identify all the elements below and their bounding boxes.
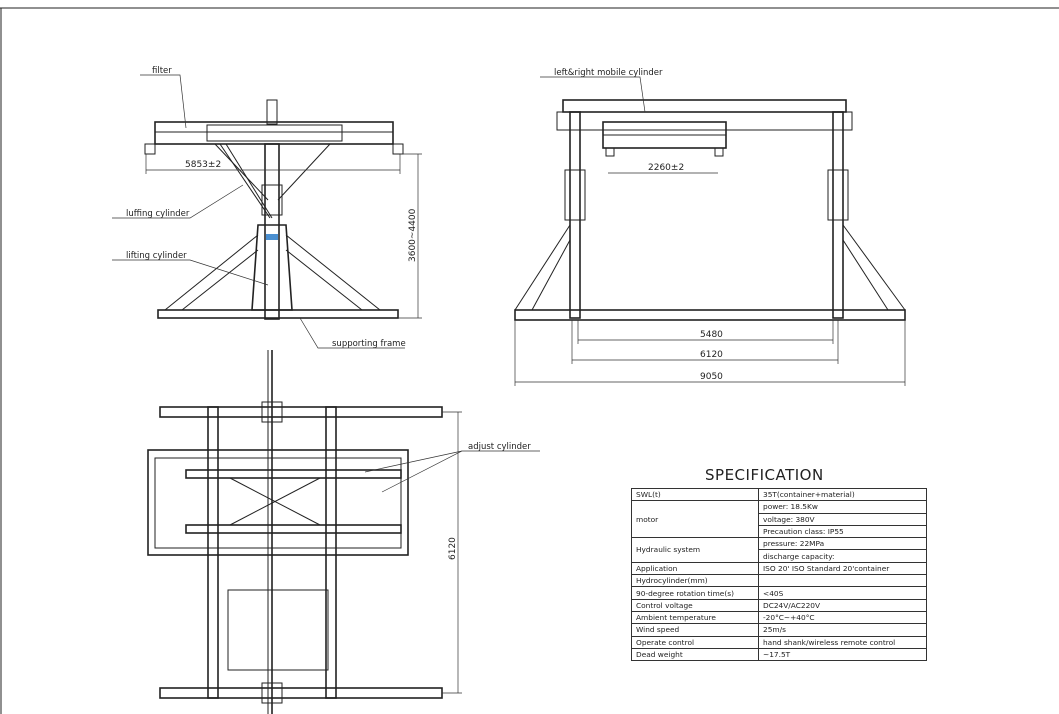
spec-value: Precaution class: IP55	[758, 524, 927, 539]
spec-title: SPECIFICATION	[705, 466, 824, 484]
spec-label: Ambient temperature	[631, 610, 759, 625]
dim-plan-length: 6120	[448, 537, 458, 560]
spec-value: hand shank/wireless remote control	[758, 635, 927, 649]
spec-value: ISO 20' ISO Standard 20'container	[758, 561, 927, 576]
spec-value: pressure: 22MPa	[758, 537, 927, 551]
spec-label: Dead weight	[631, 647, 759, 662]
label-mobile-cylinder: left&right mobile cylinder	[554, 68, 663, 78]
spec-value	[758, 574, 927, 588]
table-row: SWL(t)35T(container+material)	[631, 487, 927, 502]
table-row: voltage: 380V	[632, 512, 927, 526]
spec-value: voltage: 380V	[758, 512, 927, 526]
spec-value: ~17.5T	[758, 647, 927, 662]
dim-front-5480: 5480	[700, 330, 723, 340]
spec-value: <40S	[758, 586, 927, 600]
label-supporting-frame: supporting frame	[332, 339, 406, 349]
dim-side-width: 5853±2	[185, 160, 221, 170]
spec-value: 35T(container+material)	[758, 487, 927, 502]
dim-side-height: 3600~4400	[408, 208, 418, 262]
dim-front-9050: 9050	[700, 372, 723, 382]
spec-value: power: 18.5Kw	[758, 500, 927, 514]
plan-view: 6120 adjust cylinder	[147, 350, 540, 714]
spec-value: -20°C~+40°C	[758, 610, 927, 625]
front-view: 2260±2 5480 6120 9050 left&right mobile …	[514, 68, 906, 386]
spec-label: motor	[631, 500, 759, 539]
spec-label: Operate control	[631, 635, 759, 649]
table-row: Hydrocylinder(mm)	[631, 574, 927, 588]
spec-value: DC24V/AC220V	[758, 598, 927, 612]
spec-label: Hydraulic system	[631, 537, 759, 563]
label-adjust-cylinder: adjust cylinder	[468, 442, 531, 452]
label-filter: filter	[152, 66, 172, 76]
spec-label: Application	[631, 561, 759, 576]
side-view: 5853±2 3600~4400 filter luffing cylinder…	[112, 66, 422, 349]
table-row: discharge capacity:	[632, 549, 927, 563]
spec-label: SWL(t)	[631, 487, 759, 502]
logo-mark	[266, 234, 278, 240]
spec-label: Wind speed	[631, 623, 759, 637]
label-lifting-cylinder: lifting cylinder	[126, 251, 187, 261]
spec-label: Control voltage	[631, 598, 759, 612]
table-row: 90-degree rotation time(s)<40S	[631, 586, 927, 600]
spec-value: 25m/s	[758, 623, 927, 637]
table-row: Ambient temperature-20°C~+40°C	[631, 610, 927, 625]
spec-value: discharge capacity:	[758, 549, 927, 563]
label-luffing-cylinder: luffing cylinder	[126, 209, 190, 219]
spec-label: Hydrocylinder(mm)	[631, 574, 759, 588]
dim-front-6120: 6120	[700, 350, 723, 360]
spec-label: 90-degree rotation time(s)	[631, 586, 759, 600]
dim-front-inner: 2260±2	[648, 163, 684, 173]
table-row: Dead weight~17.5T	[631, 647, 927, 662]
table-row: Precaution class: IP55	[632, 524, 927, 539]
